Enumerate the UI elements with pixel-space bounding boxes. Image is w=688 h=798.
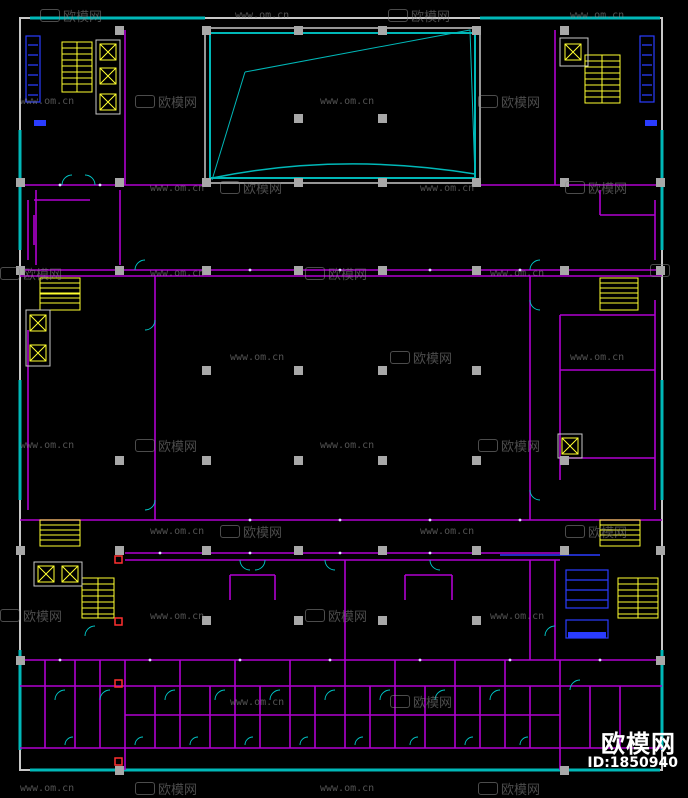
watermark-brand: 欧模网 <box>40 6 102 25</box>
watermark-brand: 欧模网 <box>305 264 367 283</box>
watermark-brand: 欧模网 <box>135 436 197 455</box>
watermark-logo-icon <box>40 9 60 22</box>
watermark-logo-icon <box>220 181 240 194</box>
watermark-brand: 欧模网 <box>565 522 627 541</box>
watermark-logo-icon <box>220 525 240 538</box>
footer-id-label: ID:1850940 <box>587 755 678 771</box>
door-swing-icon <box>54 174 581 746</box>
elevator-shaft <box>25 37 589 587</box>
watermark-logo-icon <box>565 525 585 538</box>
watermark-logo-icon <box>305 267 325 280</box>
fixture-solid <box>34 120 657 638</box>
watermark-url: www.om.cn <box>150 268 205 279</box>
watermark-brand: 欧模网 <box>565 178 627 197</box>
watermark-brand: 欧模网 <box>478 436 540 455</box>
footer-brand: 欧模网 <box>601 730 676 758</box>
watermark-brand: 欧模网 <box>135 779 197 798</box>
watermark-logo-icon <box>305 609 325 622</box>
watermark-url: www.om.cn <box>20 440 75 451</box>
watermark-logo-icon <box>650 264 670 277</box>
stair-symbol <box>39 41 659 619</box>
watermark-url: www.om.cn <box>150 611 205 622</box>
watermark-url: www.om.cn <box>150 183 205 194</box>
watermark-logo-icon <box>0 609 20 622</box>
watermark-url: www.om.cn <box>235 10 290 21</box>
watermark-logo-icon <box>390 351 410 364</box>
dimension-ticks <box>58 183 602 662</box>
watermark-brand: 欧模网 <box>0 264 62 283</box>
perimeter-windows <box>18 16 664 772</box>
atrium-void <box>204 27 481 184</box>
watermark-brand: 欧模网 <box>478 779 540 798</box>
watermark-url: www.om.cn <box>20 783 75 794</box>
watermark-brand: 欧模网 <box>478 92 540 111</box>
watermark-logo-icon <box>565 181 585 194</box>
watermark-logo-icon <box>390 695 410 708</box>
watermark-url: www.om.cn <box>420 526 475 537</box>
watermark-logo-icon <box>0 267 20 280</box>
watermark-logo-icon <box>388 9 408 22</box>
outer-wall <box>19 17 663 771</box>
partitions <box>20 30 662 770</box>
watermark-brand: 欧模网 <box>220 178 282 197</box>
watermark-brand: 欧模网 <box>390 692 452 711</box>
watermark-logo-icon <box>135 782 155 795</box>
watermark-logo-icon <box>478 782 498 795</box>
red-column-marks <box>114 555 123 766</box>
watermark-brand: 欧模网 <box>135 92 197 111</box>
watermark-logo-icon <box>478 95 498 108</box>
watermark-url: www.om.cn <box>150 526 205 537</box>
watermark-brand <box>650 264 673 280</box>
watermark-url: www.om.cn <box>320 440 375 451</box>
watermark-url: www.om.cn <box>230 352 285 363</box>
watermark-url: www.om.cn <box>570 352 625 363</box>
elevator-cross-icon <box>29 43 582 583</box>
watermark-logo-icon <box>478 439 498 452</box>
watermark-brand: 欧模网 <box>305 606 367 625</box>
watermark-url: www.om.cn <box>20 96 75 107</box>
watermark-url: www.om.cn <box>230 697 285 708</box>
watermark-url: www.om.cn <box>320 783 375 794</box>
watermark-brand: 欧模网 <box>0 606 62 625</box>
watermark-url: www.om.cn <box>570 10 625 21</box>
watermark-url: www.om.cn <box>490 268 545 279</box>
watermark-brand: 欧模网 <box>390 348 452 367</box>
watermark-url: www.om.cn <box>320 96 375 107</box>
watermark-brand: 欧模网 <box>220 522 282 541</box>
watermark-url: www.om.cn <box>420 183 475 194</box>
watermark-logo-icon <box>135 439 155 452</box>
watermark-url: www.om.cn <box>490 611 545 622</box>
watermark-brand: 欧模网 <box>388 6 450 25</box>
watermark-logo-icon <box>135 95 155 108</box>
restroom-fixtures <box>25 35 655 639</box>
column-square-icon <box>16 26 665 775</box>
